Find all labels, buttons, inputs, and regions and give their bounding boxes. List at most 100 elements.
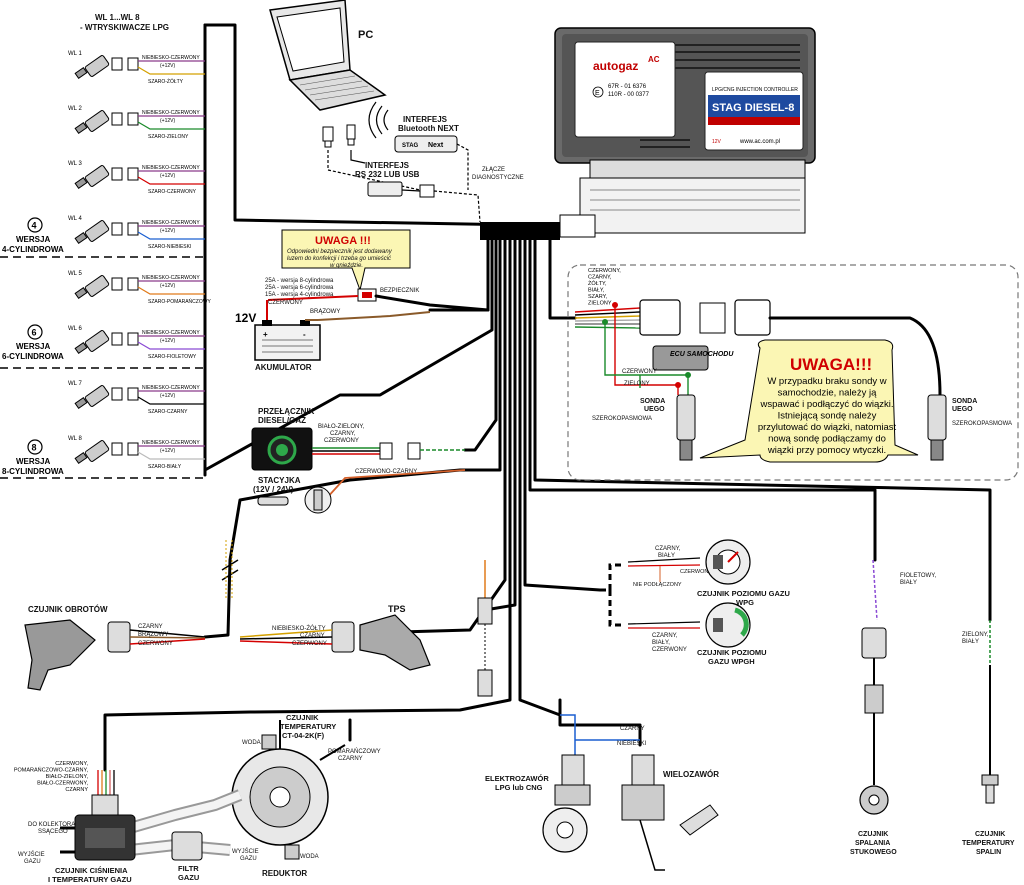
version-number: 8 <box>32 443 37 453</box>
level-sensor-wpgh <box>705 602 751 648</box>
exhaust-title-2: TEMPERATURY <box>962 840 1015 847</box>
lambda-warning-line: samochodzie, należy ją <box>778 388 877 399</box>
lambda-warning-line: W przypadku braku sondy w <box>767 376 886 387</box>
fuse-warning-callout <box>281 229 411 292</box>
lambda-warning-line: przylutować do wiązki, natomiast <box>758 422 897 433</box>
injector-icon <box>74 275 139 300</box>
switch-wire-rb: CZERWONO-CZARNY <box>355 469 417 475</box>
lambda-wires <box>574 307 641 329</box>
injector-signal-wire: SZARO-FIOLETOWY <box>148 354 197 360</box>
level-sensor-wpg <box>705 539 751 585</box>
map-wire-labels: CZERWONY,POMARAŃCZOWO-CZARNY,BIAŁO-ZIELO… <box>14 761 89 793</box>
knock-title-1: CZUJNIK <box>858 831 888 838</box>
injector-common-wire: NIEBIESKO-CZERWONY <box>142 440 200 446</box>
knock-wire-2: BIAŁY <box>900 580 917 586</box>
water-top: WODA <box>242 740 261 746</box>
fuse-rating-8: 25A - wersja 8-cylindrowa <box>265 278 334 284</box>
rpm-wire-1: CZARNY <box>138 624 163 630</box>
injector-signal-wire: SZARO-BIAŁY <box>148 464 182 470</box>
gas-filter <box>171 831 203 861</box>
valve-wire-black: CZARNY <box>620 726 645 732</box>
reducer-gas-out-2: GAZU <box>240 856 257 862</box>
fuse-wire-brown: BRĄZOWY <box>310 309 340 315</box>
injector-row: WL 3NIEBIESKO-CZERWONY(+12V)SZARO-CZERWO… <box>68 161 205 195</box>
level2-title-2: GAZU WPGH <box>708 657 755 666</box>
bt-interface-line2: Bluetooth NEXT <box>398 124 459 133</box>
level1-wire-2: BIAŁY <box>658 553 675 559</box>
battery-minus: - <box>303 330 306 339</box>
version-circle-icon <box>27 439 43 455</box>
injector-plus: (+12V) <box>160 393 175 399</box>
version-line2: 6-CYLINDROWA <box>2 352 64 361</box>
level1-title-1: CZUJNIK POZIOMU GAZU <box>697 589 790 598</box>
bt-device-brand: STAG <box>402 143 419 149</box>
injector-icon <box>74 330 139 355</box>
rs232-interface-device <box>367 181 435 198</box>
map-wire-label: CZERWONY, <box>55 761 88 767</box>
lambda-probe-left <box>676 394 696 461</box>
rpm-wire-3: CZERWONY <box>138 641 173 647</box>
injector-row: WL 4NIEBIESKO-CZERWONY(+12V)SZARO-NIEBIE… <box>68 216 205 250</box>
level-bracket <box>600 563 625 627</box>
version-separators <box>0 256 205 479</box>
lambda-wire-label: CZARNY, <box>588 275 612 281</box>
tps-wire-2: CZARNY <box>300 633 325 639</box>
level1-wire-red: CZERWONY <box>680 569 712 575</box>
map-wire-label: BIAŁO-ZIELONY, <box>46 774 89 780</box>
controller-brand: autogaz <box>593 59 638 73</box>
version-number: 4 <box>32 221 37 231</box>
lambda-right-3: SZEROKOPASMOWA <box>952 421 1012 427</box>
knock-wire-1: FIOLETOWY, <box>900 573 936 579</box>
map-wires <box>97 770 115 795</box>
lambda-right-2: UEGO <box>952 406 973 413</box>
injector-icon <box>74 440 139 465</box>
lambda-wire-red: CZERWONY <box>622 369 657 375</box>
controller-emark: E <box>595 90 600 97</box>
bt-device-text: Next <box>428 142 444 149</box>
fuse-wire-red: CZERWONY <box>268 300 303 306</box>
fuse-holder <box>357 288 377 302</box>
lambda-warning-callout <box>699 339 919 463</box>
battery-voltage: 12V <box>235 311 256 325</box>
level2-wire-1: CZARNY, <box>652 633 678 639</box>
battery-icon <box>254 320 321 361</box>
to-manifold-2: SSĄCEGO <box>38 829 68 835</box>
lambda-right-1: SONDA <box>952 398 977 405</box>
lambda-wire-label: ŻÓŁTY, <box>588 280 607 287</box>
injector-id: WL 7 <box>68 381 82 387</box>
laptop-icon <box>269 0 387 111</box>
battery-plus: + <box>263 330 268 339</box>
injectors-header-1: WL 1...WL 8 <box>95 13 140 22</box>
injector-icon <box>74 385 139 410</box>
level1-not-connected: NIE PODŁĄCZONY <box>633 582 682 588</box>
level2-wire-2: BIAŁY, <box>652 640 670 646</box>
temp-wire-1: POMARAŃCZOWY <box>328 748 381 755</box>
lambda-wire-label: BIAŁY, <box>588 288 605 294</box>
injector-id: WL 8 <box>68 436 82 442</box>
reducer-gas-out-1: WYJŚCIE <box>232 847 259 855</box>
rs-interface-line1: INTERFEJS <box>365 161 410 170</box>
fuse-warning-line3: w gnieździe. <box>330 263 363 269</box>
solenoid-title-1: ELEKTROZAWÓR <box>485 774 549 783</box>
injector-icon <box>74 55 139 80</box>
fuse-rating-4: 15A - wersja 4-cylindrowa <box>265 292 334 298</box>
controller-badge: 12V <box>712 139 722 145</box>
valve-wire-blue: NIEBIESKI <box>617 741 647 747</box>
injector-row: WL 5NIEBIESKO-CZERWONY(+12V)SZARO-POMARA… <box>68 271 211 305</box>
version-line2: 4-CYLINDROWA <box>2 245 64 254</box>
injector-signal-wire: SZARO-CZARNY <box>148 409 188 415</box>
water-bottom: WODA <box>300 854 319 860</box>
exhaust-temp-sensor <box>981 665 999 804</box>
controller-url: www.ac.com.pl <box>739 139 780 145</box>
fuse-warning-title: UWAGA !!! <box>315 235 371 247</box>
lambda-warning-title: UWAGA!!! <box>790 355 872 374</box>
injector-signal-wire: SZARO-CZERWONY <box>148 189 197 195</box>
